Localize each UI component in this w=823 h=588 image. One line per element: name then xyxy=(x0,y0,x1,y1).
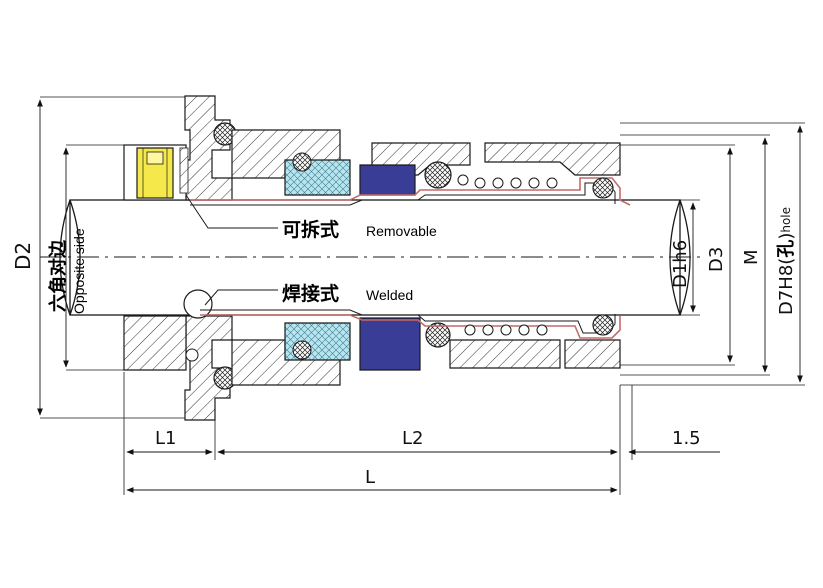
springs xyxy=(457,174,558,336)
opposite-cn-label: 六角对边 xyxy=(47,239,69,312)
gap-label: 1.5 xyxy=(672,428,701,449)
dimension-l2: L2 xyxy=(217,385,621,495)
stationary-ring xyxy=(284,152,351,361)
svg-text:D7H8(孔)hole: D7H8(孔)hole xyxy=(776,207,797,315)
d7h8-hole: hole xyxy=(779,207,793,233)
dimension-m: M xyxy=(620,134,770,376)
dimension-d3: D3 xyxy=(620,144,735,366)
removable-cn-label: 可拆式 xyxy=(282,218,339,241)
bellows xyxy=(190,177,631,339)
l-label: L xyxy=(365,467,375,488)
d2-label: D2 xyxy=(11,242,35,270)
m-label: M xyxy=(741,249,762,265)
dimension-d7h8: D7H8(孔)hole xyxy=(620,122,805,386)
removable-en-label: Removable xyxy=(366,223,437,239)
d3-label: D3 xyxy=(706,247,727,272)
gland-plate xyxy=(184,95,237,421)
opposite-side-dimension: 六角对边 Opposite side xyxy=(47,144,124,371)
l1-label: L1 xyxy=(155,428,176,449)
d7h8-cn: 孔 xyxy=(776,240,797,258)
welded-cn-label: 焊接式 xyxy=(282,282,339,305)
welded-en-label: Welded xyxy=(366,287,413,303)
set-screw xyxy=(136,147,189,199)
dimension-l1: L1 xyxy=(123,372,216,495)
d1h6-label: D1h6 xyxy=(670,240,691,288)
dimension-gap: 1.5 xyxy=(628,385,720,460)
d7h8-suffix: ) xyxy=(776,233,797,240)
opposite-en-label: Opposite side xyxy=(71,228,87,314)
d7h8-prefix: D7H8( xyxy=(776,258,797,315)
leader-lines xyxy=(185,194,278,306)
l2-label: L2 xyxy=(402,428,423,449)
dimension-d2: D2 xyxy=(11,96,185,419)
dimension-d1h6: D1h6 xyxy=(670,199,700,316)
rotating-face xyxy=(359,161,452,371)
dimension-l: L xyxy=(126,467,618,493)
